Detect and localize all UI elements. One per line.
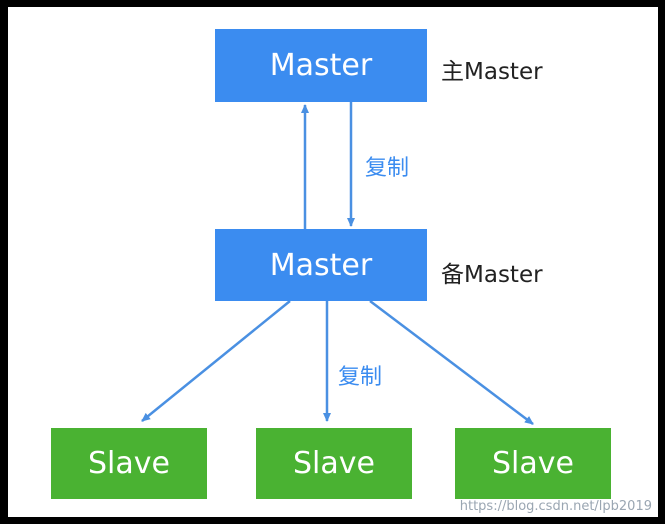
- standby-master-side-label: 备Master: [441, 262, 543, 288]
- slave-node-3: Slave: [455, 428, 611, 499]
- edge-standby-to-slave-3: [369, 300, 534, 425]
- watermark: https://blog.csdn.net/lpb2019: [459, 499, 652, 514]
- slave-node-3-label: Slave: [492, 446, 574, 481]
- diagram-canvas: Master 主Master 复制 Master 备Master 复制 Slav…: [8, 7, 658, 517]
- slave-node-2-label: Slave: [293, 446, 375, 481]
- slave-node-1: Slave: [51, 428, 207, 499]
- edge-standby-to-slave-1: [141, 300, 291, 422]
- slave-node-1-label: Slave: [88, 446, 170, 481]
- primary-master-node: Master: [215, 29, 427, 102]
- standby-master-label: Master: [269, 247, 373, 283]
- standby-master-node: Master: [215, 229, 427, 301]
- primary-master-label: Master: [269, 48, 373, 83]
- slave-replication-label: 复制: [338, 365, 383, 390]
- primary-master-side-label: 主Master: [441, 59, 543, 85]
- edges-layer: [141, 102, 534, 425]
- master-replication-label: 复制: [365, 156, 410, 181]
- slave-node-2: Slave: [256, 428, 412, 499]
